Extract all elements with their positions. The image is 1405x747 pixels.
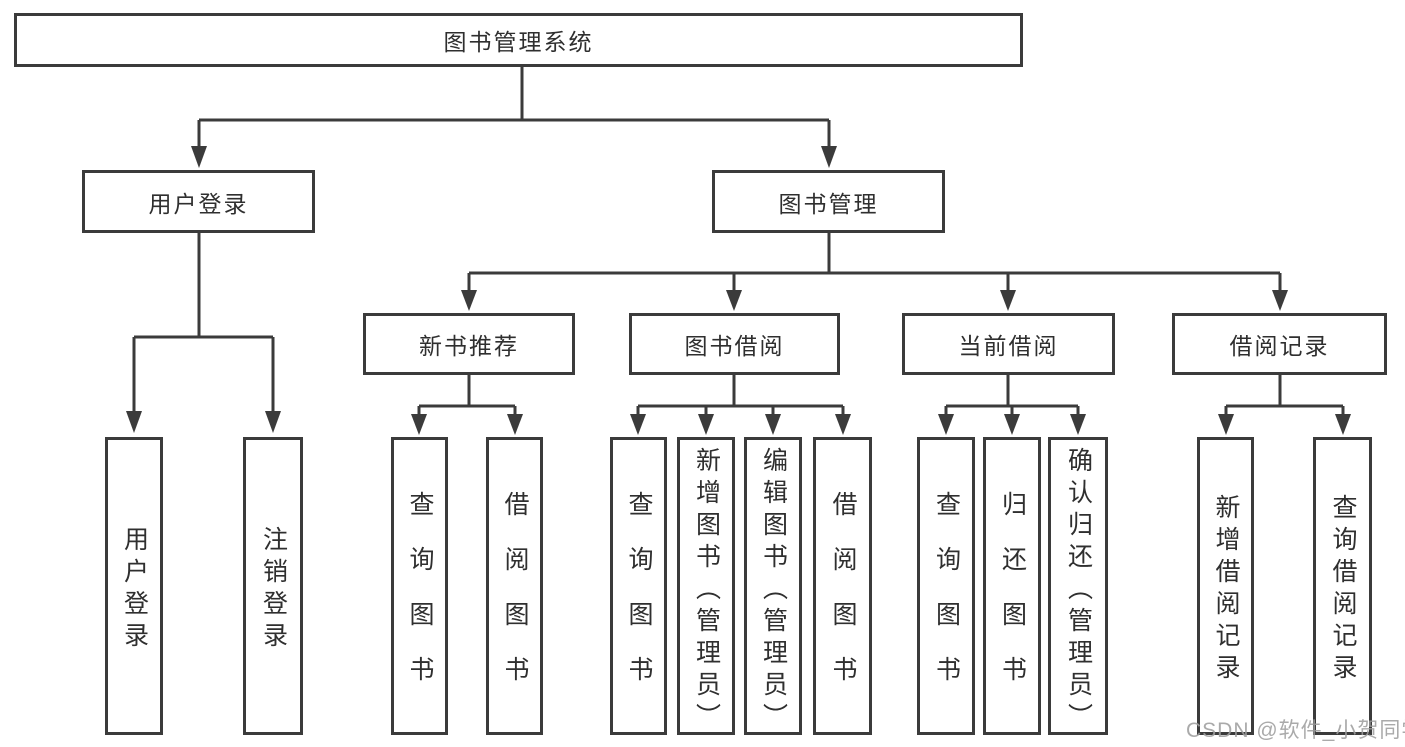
leaf-label: 新增借阅记录 [1212, 493, 1240, 686]
node-label: 新书推荐 [419, 333, 519, 359]
node-book-borrow: 图书借阅 [629, 313, 840, 375]
node-borrow-records: 借阅记录 [1172, 313, 1387, 375]
leaf-confirm-return-admin: 确认归还（管理员） [1048, 437, 1108, 735]
node-label: 图书管理系统 [443, 29, 594, 55]
node-label: 借阅记录 [1229, 333, 1330, 359]
node-user-login: 用户登录 [82, 170, 315, 233]
leaf-query-borrow-record: 查询借阅记录 [1313, 437, 1372, 735]
node-label: 图书管理 [778, 190, 879, 217]
leaf-label: 查询图书 [932, 491, 961, 711]
leaf-add-book-admin: 新增图书（管理员） [677, 437, 735, 735]
leaf-label: 用户登录 [120, 525, 149, 654]
leaf-label: 借阅图书 [829, 491, 857, 711]
leaf-label: 查询借阅记录 [1329, 493, 1357, 686]
leaf-label: 编辑图书（管理员） [759, 447, 788, 735]
node-new-book-recommend: 新书推荐 [363, 313, 575, 375]
leaf-label: 查询图书 [406, 491, 434, 711]
leaf-edit-book-admin: 编辑图书（管理员） [744, 437, 802, 735]
leaf-borrow-books-recommend: 借阅图书 [486, 437, 543, 735]
leaf-add-borrow-record: 新增借阅记录 [1197, 437, 1254, 735]
node-label: 图书借阅 [684, 333, 785, 359]
leaf-label: 归还图书 [998, 491, 1027, 711]
leaf-query-books-recommend: 查询图书 [391, 437, 448, 735]
leaf-logout: 注销登录 [243, 437, 303, 735]
arrowhead-icons [126, 146, 1351, 435]
node-root-library-system: 图书管理系统 [14, 13, 1023, 67]
leaf-user-login: 用户登录 [105, 437, 163, 735]
node-label: 用户登录 [148, 190, 249, 217]
leaf-label: 查询图书 [625, 491, 653, 711]
csdn-watermark: CSDN @软件_小贺同学 [1186, 719, 1405, 742]
node-current-borrow: 当前借阅 [902, 313, 1115, 375]
leaf-query-books-borrow: 查询图书 [610, 437, 667, 735]
leaf-label: 注销登录 [259, 525, 288, 654]
node-book-management: 图书管理 [712, 170, 945, 233]
leaf-query-books-current: 查询图书 [917, 437, 975, 735]
node-label: 当前借阅 [958, 333, 1059, 359]
leaf-label: 借阅图书 [501, 491, 529, 711]
leaf-label: 新增图书（管理员） [692, 447, 721, 735]
leaf-return-books: 归还图书 [983, 437, 1041, 735]
leaf-borrow-books-borrow: 借阅图书 [813, 437, 872, 735]
leaf-label: 确认归还（管理员） [1064, 447, 1093, 735]
